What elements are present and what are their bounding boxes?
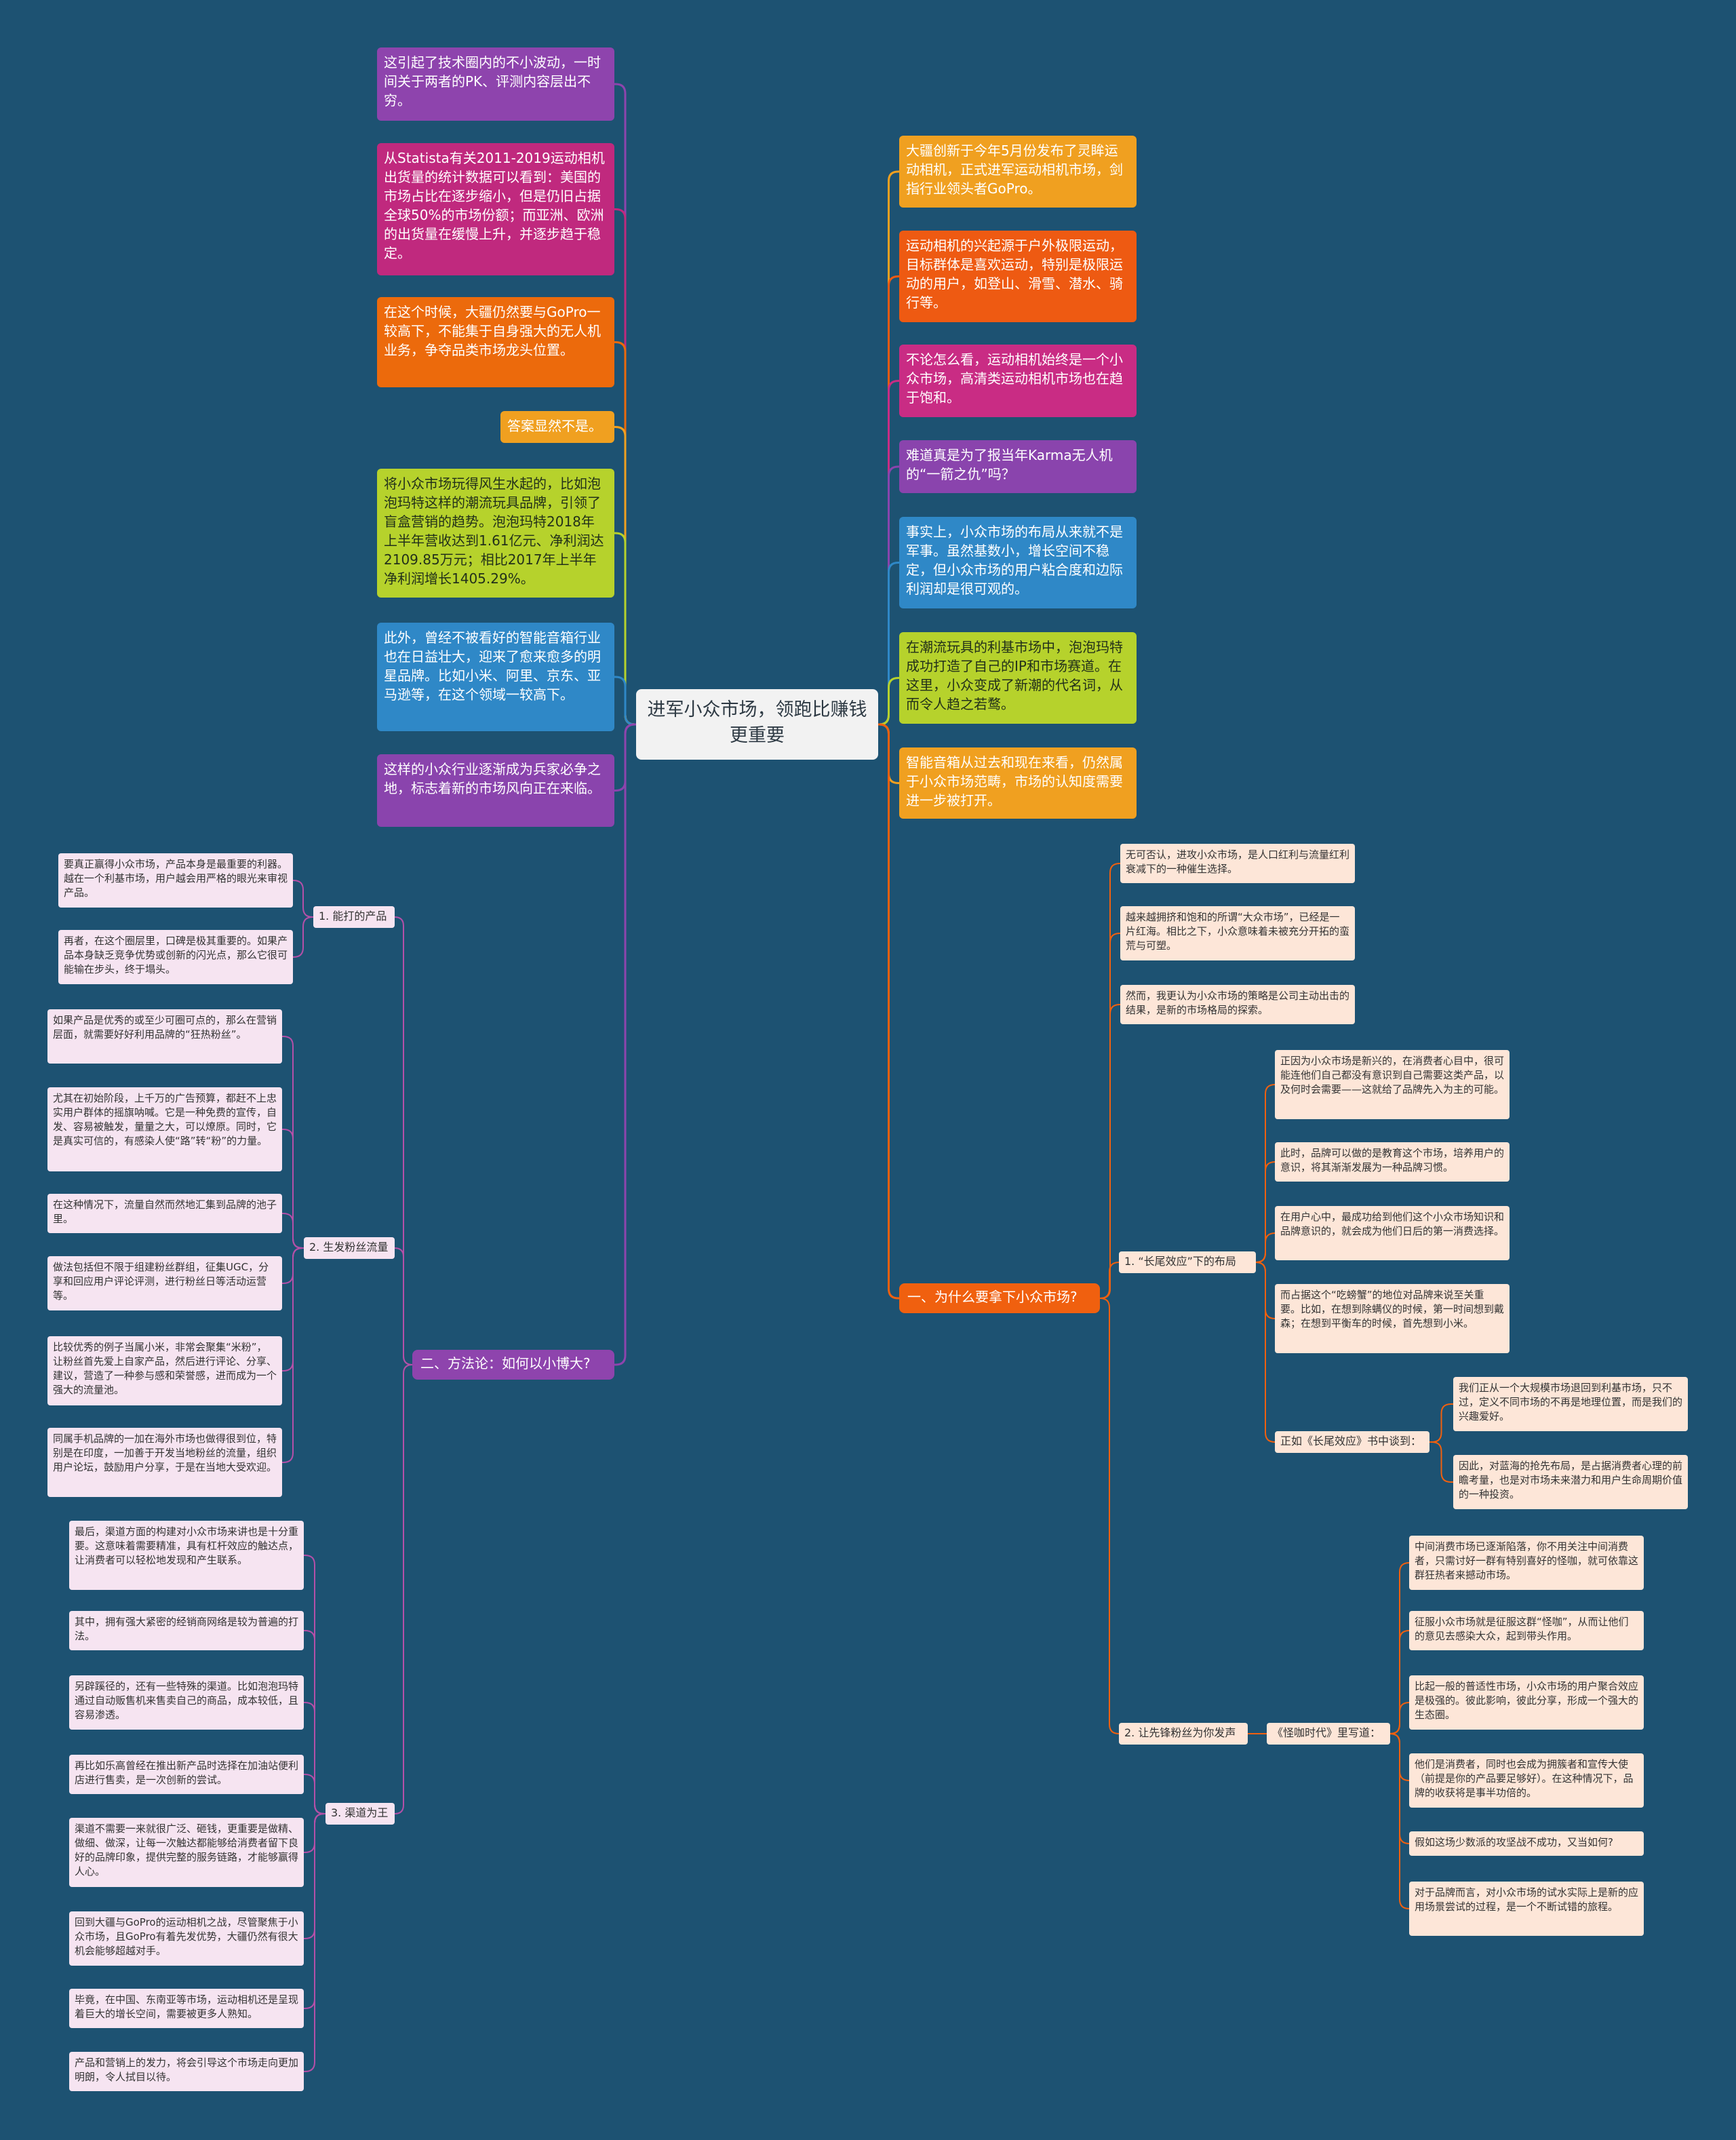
longtail-quote-item-2[interactable]: 因此，对蓝海的抢先布局，是占据消费者心理的前瞻考量，也是对市场未来潜力和用户生命… [1453, 1455, 1688, 1509]
product-item-2[interactable]: 再者，在这个圈层里，口碑是极其重要的。如果产品本身缺乏竞争优势或创新的闪光点，那… [58, 930, 293, 984]
longtail-quote-label[interactable]: 正如《长尾效应》书中谈到： [1275, 1431, 1429, 1453]
left-node-1[interactable]: 这引起了技术圈内的不小波动，一时间关于两者的PK、评测内容层出不穷。 [377, 47, 614, 121]
group-fans-label[interactable]: 2. 生发粉丝流量 [304, 1237, 395, 1259]
group-pioneer-label[interactable]: 2. 让先锋粉丝为你发声 [1119, 1723, 1248, 1745]
right-node-2[interactable]: 运动相机的兴起源于户外极限运动，目标群体是喜欢运动，特别是极限运动的用户，如登山… [899, 231, 1137, 322]
left-node-2[interactable]: 从Statista有关2011-2019运动相机出货量的统计数据可以看到：美国的… [377, 143, 614, 275]
longtail-item-4[interactable]: 而占据这个“吃螃蟹”的地位对品牌来说至关重要。比如，在想到除螨仪的时候，第一时间… [1275, 1284, 1510, 1353]
fans-item-6[interactable]: 同属手机品牌的一加在海外市场也做得很到位，特别是在印度，一加善于开发当地粉丝的流… [47, 1428, 282, 1497]
longtail-item-2[interactable]: 此时，品牌可以做的是教育这个市场，培养用户的意识，将其渐渐发展为一种品牌习惯。 [1275, 1142, 1510, 1182]
central-topic[interactable]: 进军小众市场，领跑比赚钱更重要 [636, 689, 878, 760]
fans-item-1[interactable]: 如果产品是优秀的或至少可圈可点的，那么在营销层面，就需要好好利用品牌的“狂热粉丝… [47, 1009, 282, 1064]
pioneer-item-1[interactable]: 中间消费市场已逐渐陷落，你不用关注中间消费者，只需讨好一群有特别喜好的怪咖，就可… [1409, 1536, 1644, 1590]
channel-item-7[interactable]: 毕竟，在中国、东南亚等市场，运动相机还是呈现着巨大的增长空间，需要被更多人熟知。 [69, 1989, 304, 2028]
section-why-title[interactable]: 一、为什么要拿下小众市场? [899, 1283, 1100, 1313]
left-node-4[interactable]: 答案显然不是。 [500, 411, 614, 443]
channel-item-6[interactable]: 回到大疆与GoPro的运动相机之战，尽管聚焦于小众市场，且GoPro有着先发优势… [69, 1911, 304, 1966]
right-node-1[interactable]: 大疆创新于今年5月份发布了灵眸运动相机，正式进军运动相机市场，剑指行业领头者Go… [899, 136, 1137, 208]
left-node-6[interactable]: 此外，曾经不被看好的智能音箱行业也在日益壮大，迎来了愈来愈多的明星品牌。比如小米… [377, 623, 614, 731]
fans-item-5[interactable]: 比较优秀的例子当属小米，非常会聚集“米粉”，让粉丝首先爱上自家产品，然后进行评论… [47, 1336, 282, 1405]
group-longtail-label[interactable]: 1. “长尾效应”下的布局 [1119, 1251, 1256, 1273]
right-node-4[interactable]: 难道真是为了报当年Karma无人机的“一箭之仇”吗？ [899, 440, 1137, 493]
channel-item-2[interactable]: 其中，拥有强大紧密的经销商网络是较为普遍的打法。 [69, 1611, 304, 1650]
why-item-1[interactable]: 无可否认，进攻小众市场，是人口红利与流量红利衰减下的一种催生选择。 [1120, 844, 1355, 883]
fans-item-3[interactable]: 在这种情况下，流量自然而然地汇集到品牌的池子里。 [47, 1194, 282, 1233]
right-node-6[interactable]: 在潮流玩具的利基市场中，泡泡玛特成功打造了自己的IP和市场赛道。在这里，小众变成… [899, 632, 1137, 724]
channel-item-8[interactable]: 产品和营销上的发力，将会引导这个市场走向更加明朗，令人拭目以待。 [69, 2052, 304, 2091]
right-node-7[interactable]: 智能音箱从过去和现在来看，仍然属于小众市场范畴，市场的认知度需要进一步被打开。 [899, 747, 1137, 819]
left-node-7[interactable]: 这样的小众行业逐渐成为兵家必争之地，标志着新的市场风向正在来临。 [377, 754, 614, 827]
channel-item-4[interactable]: 再比如乐高曾经在推出新产品时选择在加油站便利店进行售卖，是一次创新的尝试。 [69, 1755, 304, 1794]
pioneer-item-2[interactable]: 征服小众市场就是征服这群“怪咖”，从而让他们的意见去感染大众，起到带头作用。 [1409, 1611, 1644, 1650]
channel-item-5[interactable]: 渠道不需要一来就很广泛、砸钱，更重要是做精、做细、做深，让每一次触达都能够给消费… [69, 1818, 304, 1887]
left-node-5[interactable]: 将小众市场玩得风生水起的，比如泡泡玛特这样的潮流玩具品牌，引领了盲盒营销的趋势。… [377, 469, 614, 598]
longtail-quote-item-1[interactable]: 我们正从一个大规模市场退回到利基市场，只不过，定义不同市场的不再是地理位置，而是… [1453, 1377, 1688, 1431]
right-node-5[interactable]: 事实上，小众市场的布局从来就不是军事。虽然基数小，增长空间不稳定，但小众市场的用… [899, 517, 1137, 608]
pioneer-item-3[interactable]: 比起一般的普适性市场，小众市场的用户聚合效应是极强的。彼此影响，彼此分享，形成一… [1409, 1675, 1644, 1730]
fans-item-2[interactable]: 尤其在初始阶段，上千万的广告预算，都赶不上忠实用户群体的摇旗呐喊。它是一种免费的… [47, 1087, 282, 1171]
pioneer-item-4[interactable]: 他们是消费者，同时也会成为拥簇者和宣传大使（前提是你的产品要足够好）。在这种情况… [1409, 1753, 1644, 1808]
longtail-item-3[interactable]: 在用户心中，最成功给到他们这个小众市场知识和品牌意识的，就会成为他们日后的第一消… [1275, 1206, 1510, 1260]
why-item-3[interactable]: 然而，我更认为小众市场的策略是公司主动出击的结果，是新的市场格局的探索。 [1120, 985, 1355, 1024]
why-item-2[interactable]: 越来越拥挤和饱和的所谓“大众市场”，已经是一片红海。相比之下，小众意味着未被充分… [1120, 906, 1355, 960]
right-node-3[interactable]: 不论怎么看，运动相机始终是一个小众市场，高清类运动相机市场也在趋于饱和。 [899, 345, 1137, 417]
group-product-label[interactable]: 1. 能打的产品 [313, 906, 395, 928]
pioneer-item-6[interactable]: 对于品牌而言，对小众市场的试水实际上是新的应用场景尝试的过程，是一个不断试错的旅… [1409, 1882, 1644, 1936]
channel-item-3[interactable]: 另辟蹊径的，还有一些特殊的渠道。比如泡泡玛特通过自动贩售机来售卖自己的商品，成本… [69, 1675, 304, 1730]
left-node-3[interactable]: 在这个时候，大疆仍然要与GoPro一较高下，不能集于自身强大的无人机业务，争夺品… [377, 297, 614, 387]
pioneer-item-5[interactable]: 假如这场少数派的攻坚战不成功，又当如何? [1409, 1831, 1644, 1856]
group-channel-label[interactable]: 3. 渠道为王 [326, 1803, 395, 1825]
section-method-title[interactable]: 二、方法论：如何以小博大? [412, 1350, 614, 1380]
pioneer-quote-label[interactable]: 《怪咖时代》里写道： [1267, 1723, 1390, 1745]
fans-item-4[interactable]: 做法包括但不限于组建粉丝群组，征集UGC，分享和回应用户评论评测，进行粉丝日等活… [47, 1256, 282, 1310]
channel-item-1[interactable]: 最后，渠道方面的构建对小众市场来讲也是十分重要。这意味着需要精准，具有杠杆效应的… [69, 1521, 304, 1590]
longtail-item-1[interactable]: 正因为小众市场是新兴的，在消费者心目中，很可能连他们自己都没有意识到自己需要这类… [1275, 1050, 1510, 1119]
product-item-1[interactable]: 要真正赢得小众市场，产品本身是最重要的利器。越在一个利基市场，用户越会用严格的眼… [58, 853, 293, 908]
